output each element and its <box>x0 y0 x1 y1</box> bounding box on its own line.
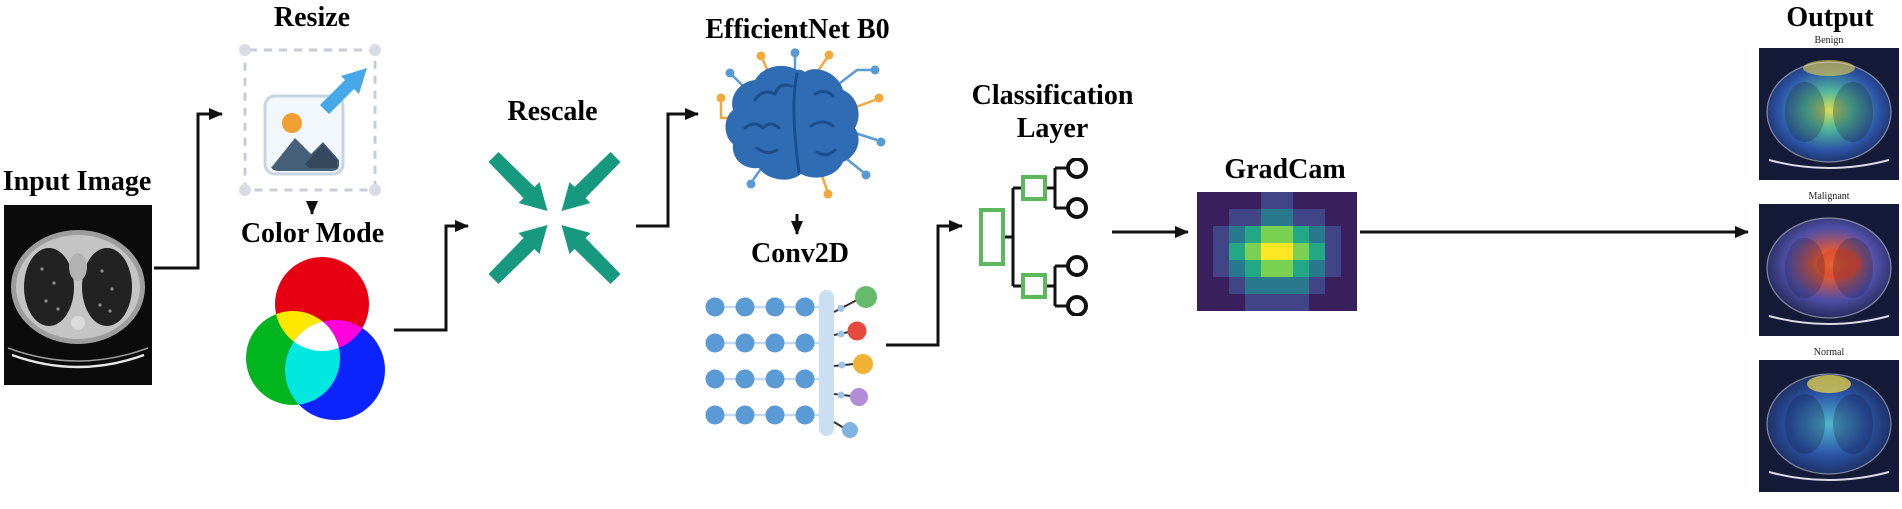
resize-arrow <box>320 68 367 114</box>
brain-shape <box>725 65 859 180</box>
output-thumbnail-malignant: Malignant <box>1758 190 1900 341</box>
rescale-label: Rescale <box>507 96 598 127</box>
color-mode-label: Color Mode <box>240 218 385 249</box>
gradcam-label: GradCam <box>1224 154 1346 185</box>
neural-network-icon <box>700 282 900 444</box>
output-class-label-benign: Benign <box>1814 35 1844 46</box>
gradcam-heatmap <box>1197 192 1357 311</box>
output-label: Output <box>1786 2 1874 33</box>
arrow-input-to-resize <box>154 108 223 270</box>
efficientnet-label: EfficientNet B0 <box>705 14 890 45</box>
gradcam-heatmap-grid <box>1197 192 1357 311</box>
rescale-arrows <box>488 152 621 284</box>
classification-tree-icon <box>975 158 1110 316</box>
classification-label-line1: Classification <box>971 80 1134 111</box>
image-resize-icon <box>235 40 385 200</box>
ct-scan-image <box>4 205 152 385</box>
arrow-colormode-to-rescale <box>394 220 469 332</box>
output-class-label-malignant: Malignant <box>1808 191 1850 202</box>
conv2d-label: Conv2D <box>750 238 849 269</box>
arrow-rescale-to-efficientnet <box>636 108 699 228</box>
output-class-label-normal: Normal <box>1813 347 1845 358</box>
input-image-label: Input Image <box>2 166 152 197</box>
output-thumbnail-benign: Benign <box>1758 34 1900 185</box>
rgb-venn-icon <box>242 252 392 434</box>
output-thumbnail-normal: Normal <box>1758 346 1900 497</box>
benign-heatmap-image <box>1759 48 1899 180</box>
classification-green-nodes <box>979 175 1047 299</box>
normal-heatmap-image <box>1759 360 1899 492</box>
brain-circuit-icon <box>705 48 890 213</box>
compress-arrows-icon <box>477 143 632 293</box>
classification-label-line2: Layer <box>1016 113 1089 144</box>
malignant-heatmap-image <box>1759 204 1899 336</box>
resize-label: Resize <box>273 2 351 33</box>
